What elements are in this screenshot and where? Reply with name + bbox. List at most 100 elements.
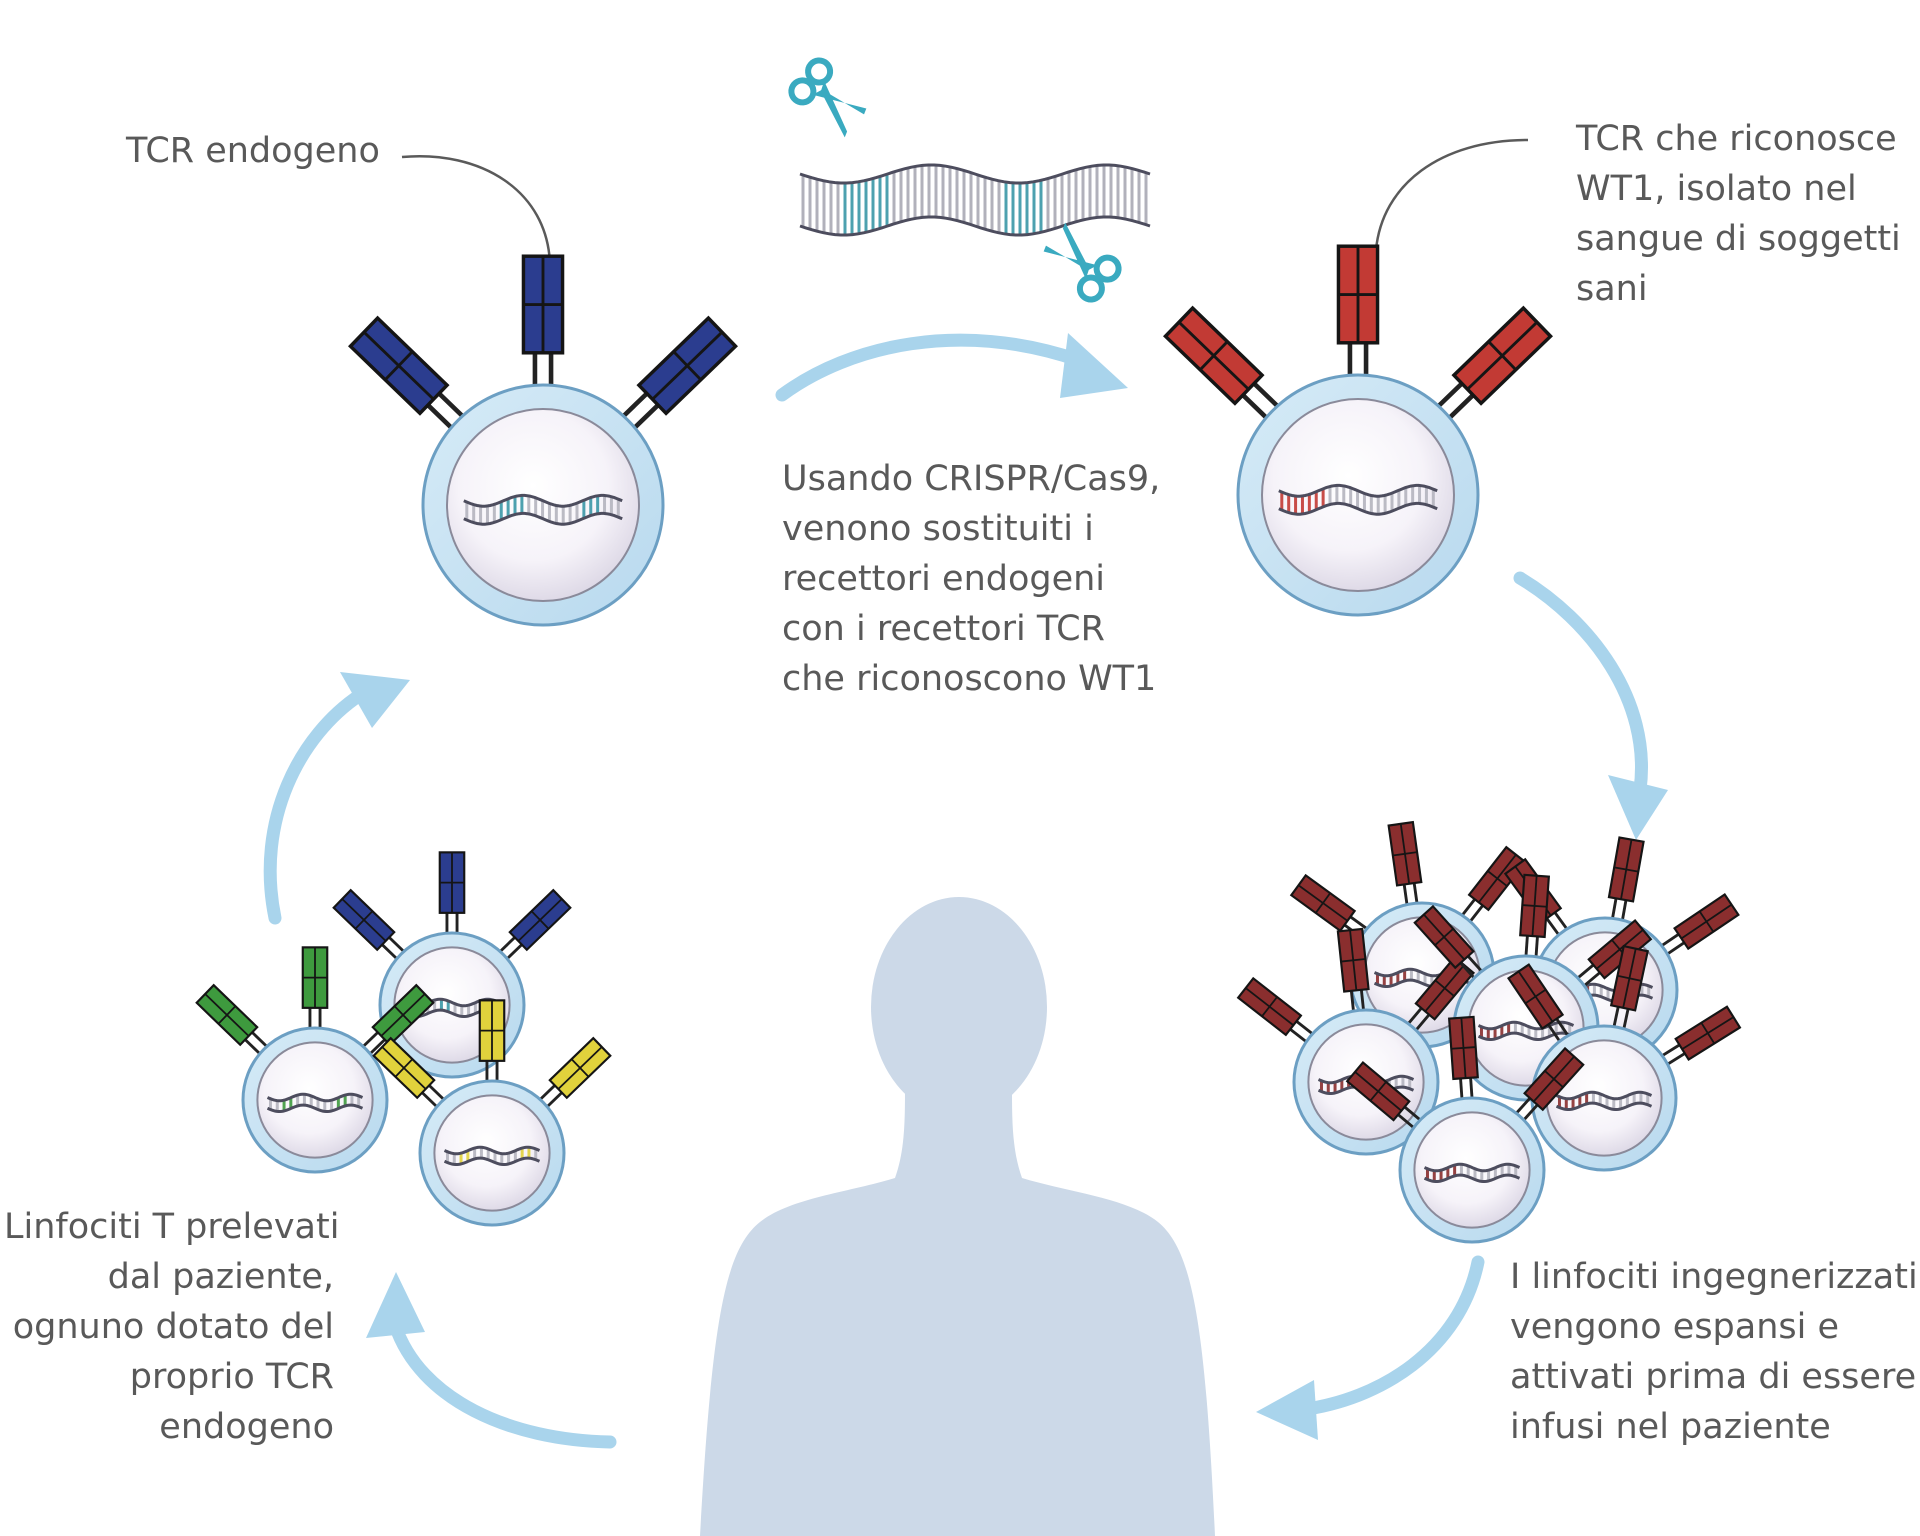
dna-base-pair <box>1349 487 1353 506</box>
dna-base-pair <box>1067 171 1071 224</box>
dna-base-pair <box>1046 178 1050 231</box>
receptor-stalk <box>1294 1019 1314 1035</box>
dna-base-pair <box>582 500 586 519</box>
dna-base-pair <box>467 1005 471 1016</box>
tcr-receptor-icon <box>195 983 268 1055</box>
tcr-receptor-icon <box>1345 1060 1422 1129</box>
dna-base-pair <box>1362 493 1366 512</box>
patient-cells-label-line: ognuno dotato del <box>12 1307 334 1347</box>
receptor-stalk <box>1469 903 1485 923</box>
dna-base-pair <box>1639 1092 1643 1104</box>
receptor-stalk <box>308 1006 312 1028</box>
receptor-stalk <box>1396 1112 1415 1129</box>
receptor-stalk <box>1461 897 1477 917</box>
dna-base-pair <box>473 1002 477 1014</box>
receptor-divider <box>1199 340 1229 371</box>
dna-base-pair <box>1011 182 1015 235</box>
dna-base-pair <box>1074 169 1078 222</box>
dna-base-pair <box>1102 165 1106 218</box>
cycle-arrow-shaft <box>263 688 367 925</box>
receptor-stalk <box>1466 954 1483 973</box>
dna-base-pair <box>350 1094 354 1106</box>
dna-base-pair <box>473 1148 477 1159</box>
cell-nucleus <box>1413 1111 1531 1229</box>
dna-base-pair <box>445 1151 449 1163</box>
tcr-receptor-icon <box>1336 927 1370 1012</box>
receptor-divider <box>384 350 414 381</box>
dna-base-pair <box>357 1095 361 1107</box>
dna-base-pair <box>1328 486 1332 505</box>
tcr-receptor-icon <box>1336 244 1380 375</box>
dna-base-pair <box>927 165 931 218</box>
dna-base-pair <box>906 167 910 220</box>
dna-base-pair <box>843 182 847 235</box>
dna-base-pair <box>1383 495 1387 514</box>
dna-base-pair <box>1592 984 1596 996</box>
dna-base-pair <box>1430 975 1434 987</box>
receptor-stalk <box>1239 391 1268 420</box>
dna-base-pair <box>534 497 538 516</box>
tcr-receptor-icon <box>521 254 565 385</box>
leader-line <box>1374 138 1529 251</box>
tcr-receptor-icon <box>478 999 506 1081</box>
receptor-stalk <box>1661 932 1681 947</box>
dna-base-pair <box>815 179 819 232</box>
dna-base-pair <box>1423 973 1427 985</box>
tcr-receptor-icon <box>1461 845 1528 923</box>
dna-base-pair <box>1025 182 1029 235</box>
dna-base-pair <box>1280 492 1284 511</box>
dna-base-pair <box>934 165 938 218</box>
dna-base-pair <box>1314 491 1318 510</box>
dna-base-pair <box>1095 165 1099 218</box>
dna-base-pair <box>472 504 476 523</box>
dna-backbone <box>443 1145 541 1156</box>
dna-base-pair <box>330 1100 334 1111</box>
dna-base-pair <box>268 1098 272 1110</box>
receptor-stalk <box>1349 989 1355 1012</box>
dna-base-pair <box>1130 168 1134 221</box>
dna-base-pair <box>609 496 613 515</box>
dna-base-pair <box>1520 1023 1524 1035</box>
tcr-receptor-icon <box>539 1036 612 1108</box>
dna-base-pair <box>479 1147 483 1159</box>
receptor-divider <box>1487 340 1517 371</box>
tcr-receptor-icon <box>1447 1015 1479 1099</box>
dna-backbone <box>1278 483 1438 498</box>
dna-base-pair <box>1144 172 1148 225</box>
dna-base-pair <box>1598 1093 1602 1105</box>
dna-base-pair <box>506 498 510 517</box>
dna-base-pair <box>1619 1098 1623 1109</box>
dna-base-pair <box>1578 1095 1582 1107</box>
tcr-receptor-icon <box>622 315 738 430</box>
tcr-receptor-icon <box>499 888 572 960</box>
dna-base-pair <box>822 180 826 233</box>
scissors-handle <box>805 57 834 86</box>
receptor-divider <box>394 1058 414 1078</box>
receptor-stalk <box>539 1083 557 1101</box>
dna-base-pair <box>1004 182 1008 235</box>
dna-base-pair <box>1487 1170 1491 1181</box>
receptor-stalk <box>1583 970 1602 987</box>
crispr-step-label-line: venono sostituiti i <box>782 509 1094 549</box>
receptor-divider <box>672 350 702 381</box>
dna-base-pair <box>1123 166 1127 219</box>
receptor-divider <box>1700 1022 1716 1044</box>
receptor-stalk <box>1546 1022 1561 1042</box>
receptor-divider <box>530 910 550 930</box>
receptor-stalk <box>1407 1006 1424 1025</box>
tcr-receptor-icon <box>1289 873 1368 938</box>
receptor-stalk <box>1458 960 1476 979</box>
dna-base-pair <box>801 174 805 227</box>
cell-nucleus <box>256 1041 374 1159</box>
tcr-receptor-icon <box>362 983 435 1055</box>
dna-base-pair <box>520 495 524 514</box>
cycle-arrow-head <box>1256 1380 1318 1440</box>
dna-base-pair <box>275 1100 279 1112</box>
dna-backbone <box>266 1092 364 1103</box>
receptor-stalk <box>622 390 651 418</box>
receptor-stalk <box>1522 1102 1540 1121</box>
crispr-step-label-line: che riconoscono WT1 <box>782 659 1157 699</box>
dna-base-pair <box>892 171 896 224</box>
